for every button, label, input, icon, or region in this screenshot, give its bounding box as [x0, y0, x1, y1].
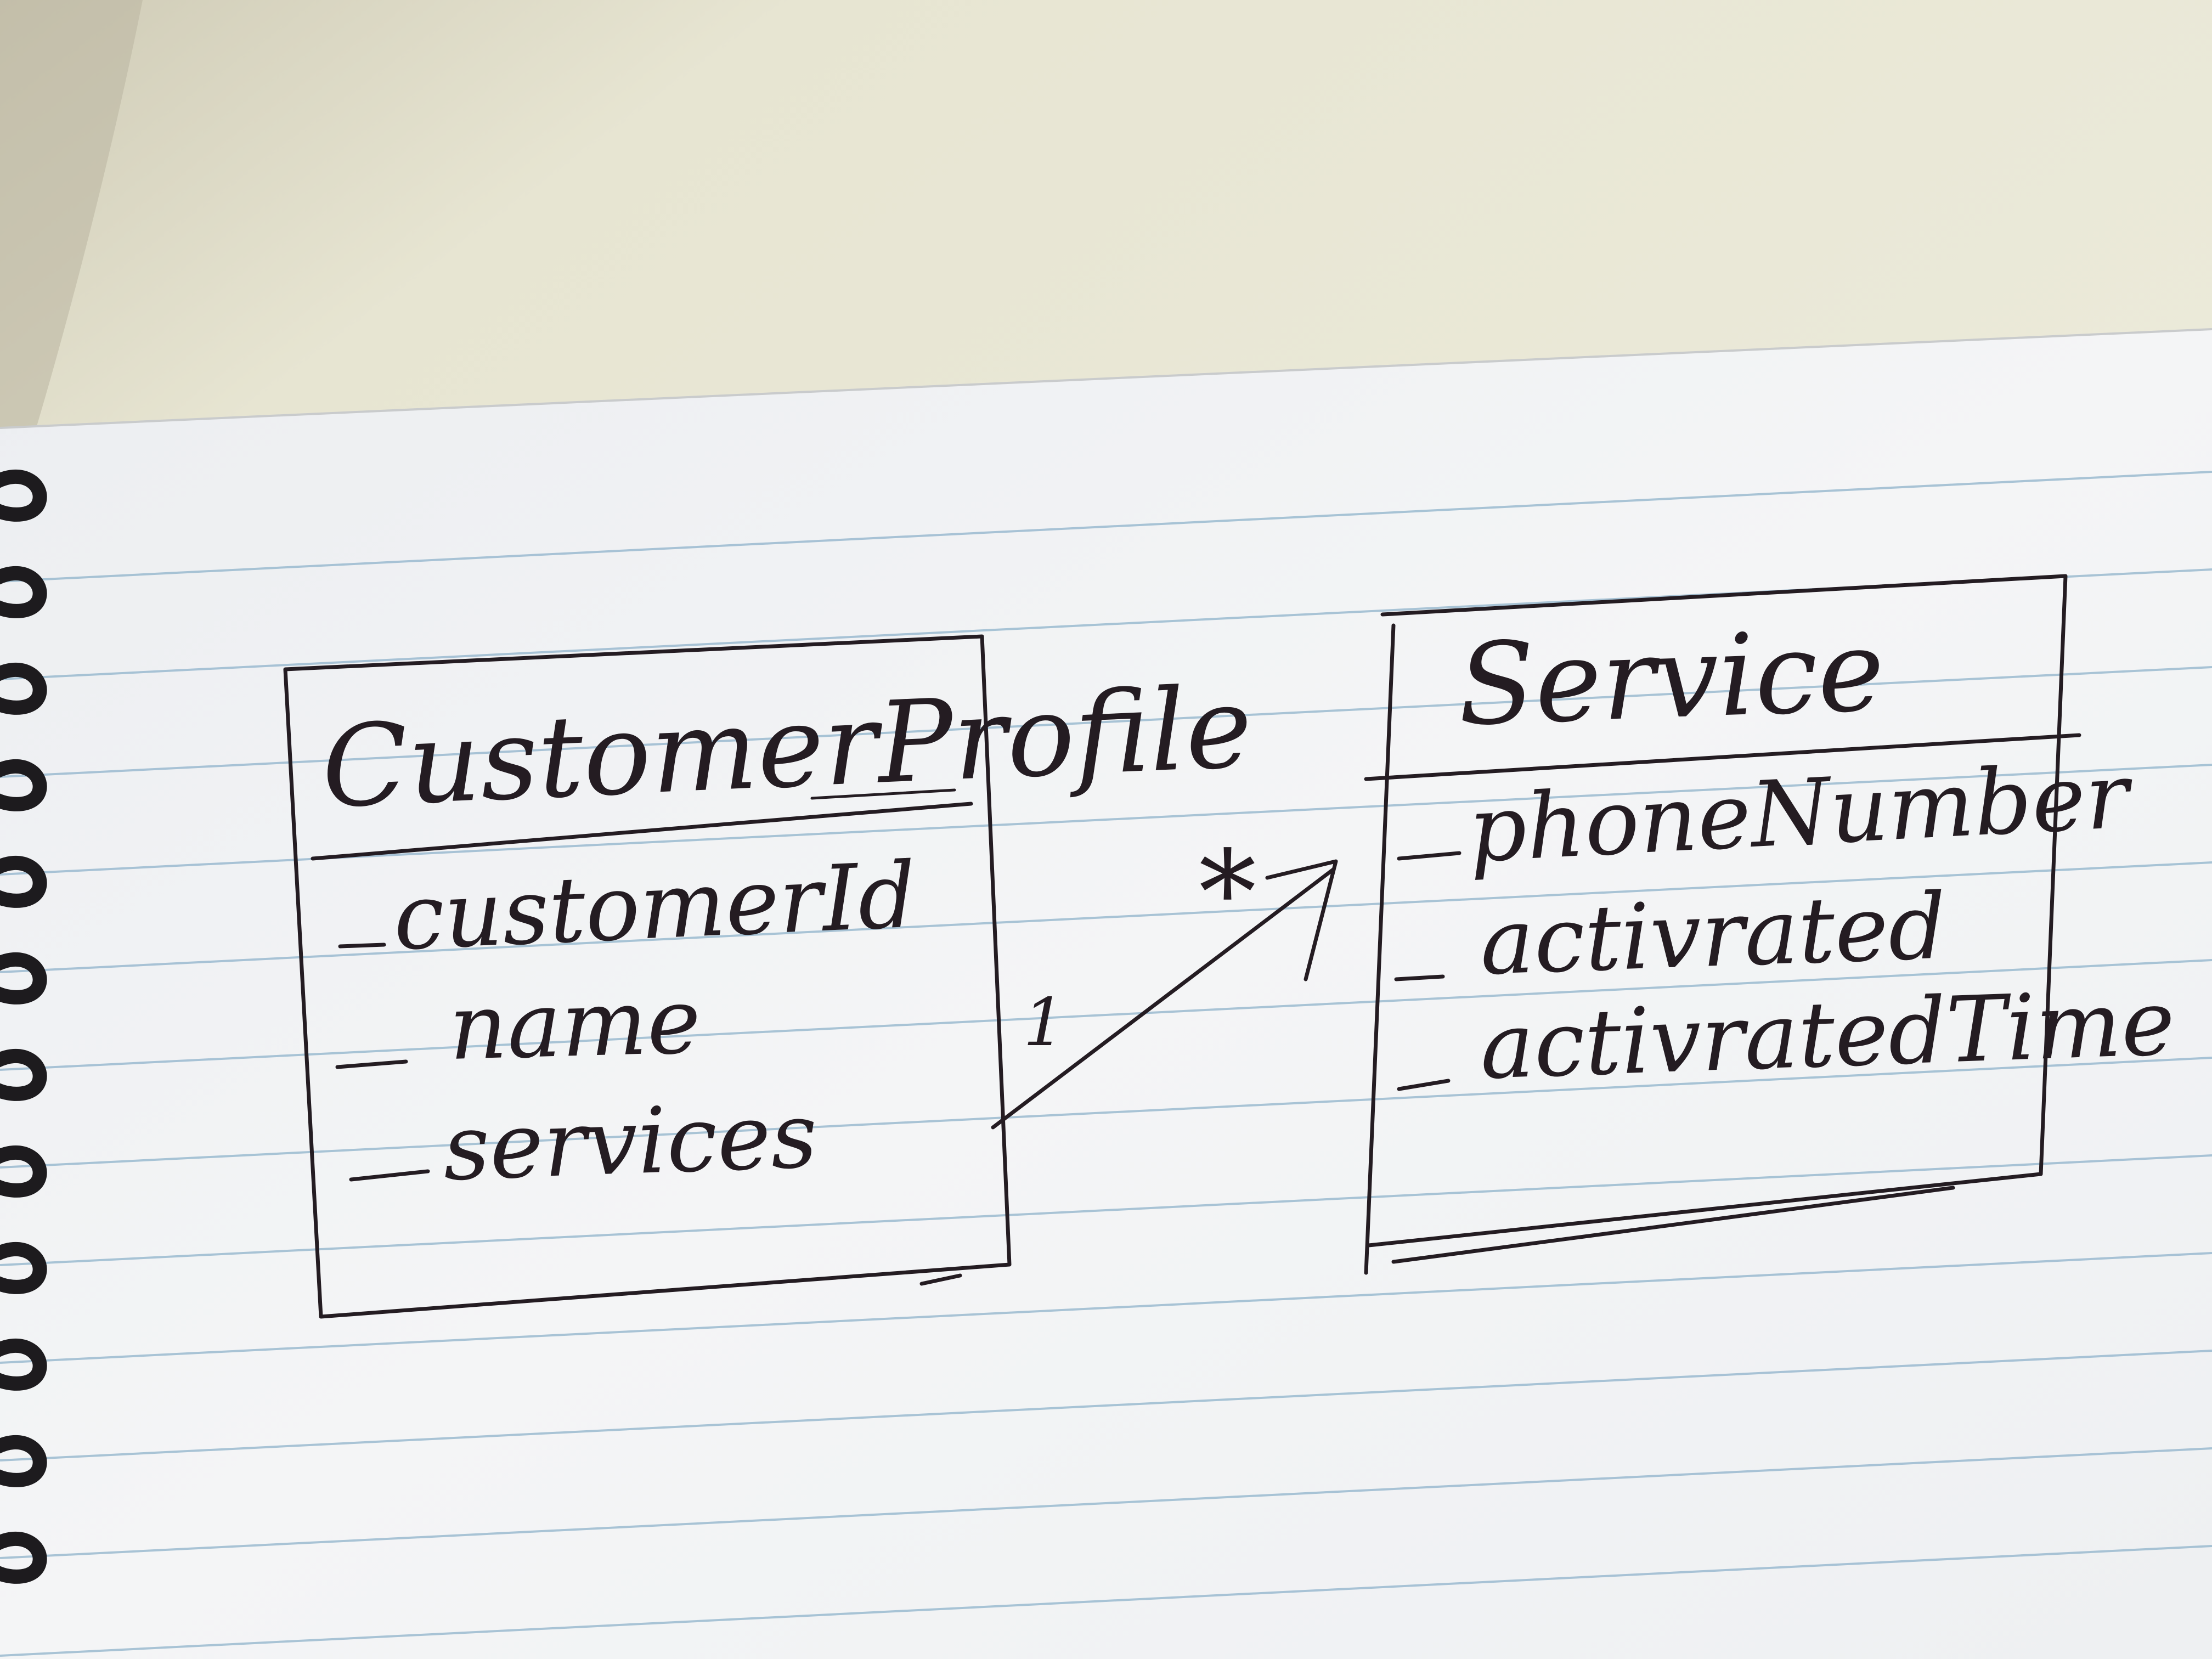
attribute-label: activratedTime — [1479, 970, 2177, 1099]
attribute-label: name — [448, 968, 702, 1080]
class-border — [283, 634, 1012, 1319]
arrowhead — [1265, 859, 1338, 981]
attribute-dash — [335, 1059, 408, 1069]
spiral-ring — [0, 1145, 47, 1198]
attribute-dash — [1397, 1079, 1451, 1091]
spiral-ring — [0, 952, 47, 1005]
spiral-ring — [0, 1048, 47, 1101]
rule-line — [0, 959, 2212, 1071]
spiral-ring — [0, 855, 47, 908]
notebook-paper — [0, 329, 2212, 1659]
source-multiplicity: 1 — [1023, 985, 1065, 1061]
class-divider — [1364, 733, 2081, 781]
rule-line — [0, 666, 2212, 778]
spiral-ring — [0, 469, 47, 522]
spiral-ring — [0, 662, 47, 715]
class-divider — [311, 802, 973, 861]
spiral-ring — [0, 1338, 47, 1391]
wall-shadow — [0, 0, 143, 444]
attribute-label: services — [442, 1082, 819, 1201]
attribute-dash — [1394, 974, 1445, 981]
attribute-label: customerId — [391, 843, 918, 970]
rule-line — [0, 471, 2212, 583]
rule-line — [0, 1447, 2212, 1559]
rule-line — [0, 1545, 2212, 1657]
ruled-lines — [0, 471, 2212, 1657]
class-border — [1364, 574, 2068, 1275]
attribute-dash — [349, 1169, 430, 1182]
rule-line — [0, 764, 2212, 876]
paper-top-edge — [0, 328, 2212, 429]
class-name-underline — [810, 788, 956, 800]
class-name: Service — [1455, 606, 1886, 751]
association-arrow: 1 * — [991, 826, 1338, 1130]
rule-line — [0, 861, 2212, 973]
spiral-ring — [0, 1435, 47, 1487]
attribute-dash — [1397, 851, 1462, 861]
rule-line — [0, 1154, 2212, 1266]
spiral-ring — [0, 1531, 47, 1584]
rule-line — [0, 1057, 2212, 1169]
target-multiplicity: * — [1199, 826, 1256, 960]
spiral-ring — [0, 566, 47, 618]
attribute-dash — [338, 943, 386, 949]
spiral-ring — [0, 1242, 47, 1294]
rule-line — [0, 1350, 2212, 1462]
spiral-binding — [0, 469, 47, 1584]
attribute-label: activrated — [1479, 873, 1948, 995]
rule-line — [0, 1252, 2212, 1364]
spiral-ring — [0, 759, 47, 811]
association-line — [991, 867, 1335, 1130]
